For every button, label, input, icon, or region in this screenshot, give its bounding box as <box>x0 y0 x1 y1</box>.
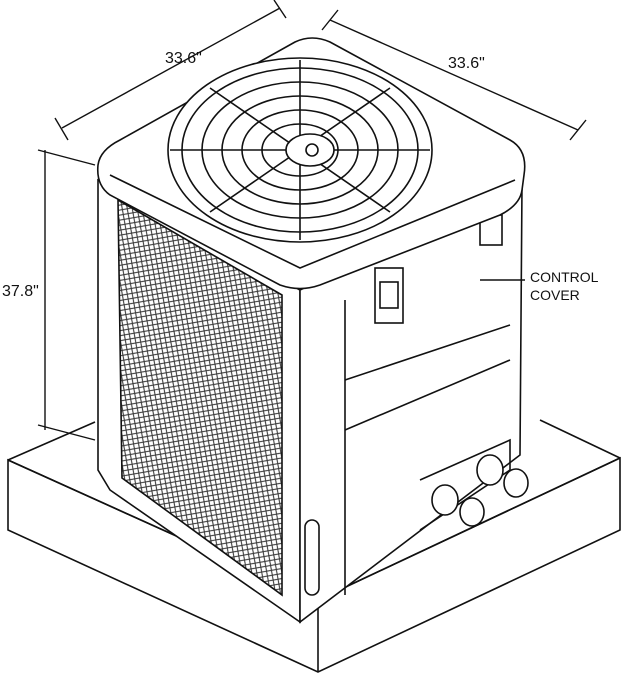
control-cover-line1: CONTROL <box>530 269 599 285</box>
dimension-height: 37.8" <box>2 283 39 301</box>
dimension-width-right: 33.6" <box>448 55 485 72</box>
water-fittings <box>431 454 529 527</box>
control-cover-label: CONTROL COVER <box>530 268 598 304</box>
vent-slot <box>304 519 320 596</box>
unit-body <box>97 178 523 624</box>
side-grille <box>117 198 283 597</box>
fan-guard <box>167 57 433 243</box>
control-cover-line2: COVER <box>530 287 580 303</box>
dimension-lines <box>37 0 587 441</box>
dimension-width-left: 33.6" <box>165 50 202 67</box>
